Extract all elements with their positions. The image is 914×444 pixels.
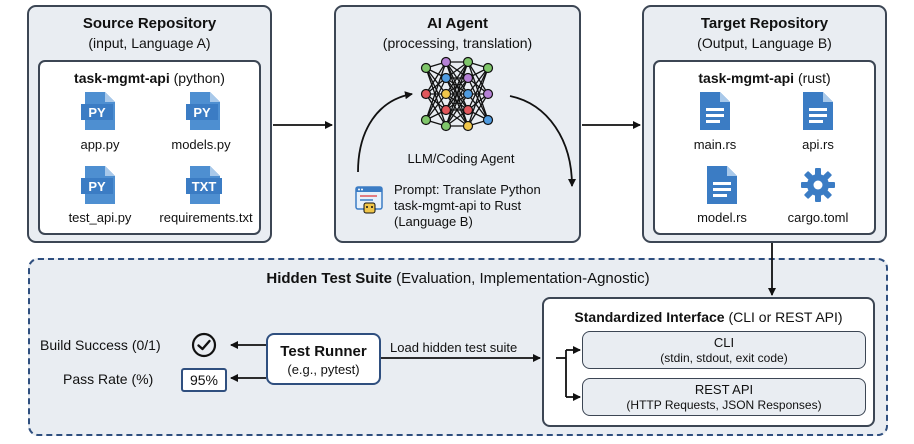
gear-icon[interactable] [800, 167, 836, 208]
test-runner-title: Test Runner [280, 343, 367, 360]
file-badge: PY [88, 179, 106, 194]
llm-agent-label: LLM/Coding Agent [407, 151, 515, 166]
file-name: test_api.py [68, 210, 132, 225]
interface-title-suffix: (CLI or REST API) [728, 309, 843, 325]
test-runner-sub: (e.g., pytest) [287, 362, 360, 377]
check-circle-icon [191, 332, 217, 363]
agent-input-curve-arrow [357, 91, 413, 173]
file-badge: PY [88, 105, 106, 120]
target-repository-title: Target Repository [700, 15, 829, 32]
rest-sub: (HTTP Requests, JSON Responses) [626, 398, 822, 412]
cli-box[interactable]: CLI (stdin, stdout, exit code) [582, 331, 866, 369]
test-runner-box[interactable]: Test Runner (e.g., pytest) [266, 333, 381, 385]
python-file-icon[interactable]: PY [186, 90, 224, 137]
python-file-icon[interactable]: PY [81, 90, 119, 137]
text-file-icon[interactable]: TXT [186, 164, 226, 211]
source-repo-label: task-mgmt-api (python) [40, 70, 259, 86]
document-file-icon[interactable] [705, 164, 739, 211]
pass-rate-label: Pass Rate (%) [63, 371, 154, 387]
target-repo-label: task-mgmt-api (rust) [655, 70, 874, 86]
source-repository-title: Source Repository [82, 15, 217, 32]
prompt-window-icon [355, 186, 383, 221]
target-repo-name: task-mgmt-api [698, 70, 795, 86]
prompt-text: Prompt: Translate Python task-mgmt-api t… [394, 182, 579, 230]
file-badge: TXT [192, 179, 217, 194]
hidden-title-suffix: (Evaluation, Implementation-Agnostic) [396, 270, 650, 287]
file-name: api.rs [802, 137, 834, 152]
agent-output-curve-arrow [509, 95, 576, 187]
file-name: model.rs [697, 210, 747, 225]
ai-agent-subtitle: (processing, translation) [382, 35, 533, 51]
prompt-line: (Language B) [394, 214, 473, 229]
target-repo-box: task-mgmt-api (rust) [653, 60, 876, 235]
pass-rate-value: 95% [181, 368, 227, 392]
build-success-label: Build Success (0/1) [40, 337, 161, 353]
source-repository-subtitle: (input, Language A) [88, 35, 211, 51]
hidden-test-suite-title: Hidden Test Suite (Evaluation, Implement… [30, 270, 886, 287]
file-badge: PY [193, 105, 211, 120]
neural-network-icon [418, 54, 498, 139]
python-file-icon[interactable]: PY [81, 164, 119, 211]
file-name: main.rs [693, 137, 737, 152]
target-repository-subtitle: (Output, Language B) [697, 35, 832, 51]
source-repo-box: task-mgmt-api (python) [38, 60, 261, 235]
file-name: cargo.toml [787, 210, 849, 225]
load-suite-label: Load hidden test suite [390, 340, 518, 355]
rest-api-box[interactable]: REST API (HTTP Requests, JSON Responses) [582, 378, 866, 416]
file-name: requirements.txt [159, 210, 253, 225]
prompt-line: task-mgmt-api to Rust [394, 198, 522, 213]
cli-title: CLI [713, 335, 735, 350]
cli-sub: (stdin, stdout, exit code) [660, 351, 788, 365]
source-repository-panel: Source Repository (input, Language A) ta… [27, 5, 272, 243]
document-file-icon[interactable] [698, 90, 732, 137]
document-file-icon[interactable] [801, 90, 835, 137]
rest-title: REST API [694, 382, 754, 397]
prompt-line: Prompt: Translate Python [394, 182, 541, 197]
ai-agent-title: AI Agent [426, 15, 489, 32]
file-name: models.py [171, 137, 231, 152]
target-repository-panel: Target Repository (Output, Language B) t… [642, 5, 887, 243]
target-repo-lang: (rust) [797, 70, 831, 86]
file-name: app.py [80, 137, 120, 152]
interface-title: Standardized Interface (CLI or REST API) [544, 309, 873, 325]
source-repo-lang: (python) [173, 70, 225, 86]
source-repo-name: task-mgmt-api [74, 70, 170, 86]
interface-title-bold: Standardized Interface [574, 309, 725, 325]
hidden-title-bold: Hidden Test Suite [266, 270, 392, 287]
